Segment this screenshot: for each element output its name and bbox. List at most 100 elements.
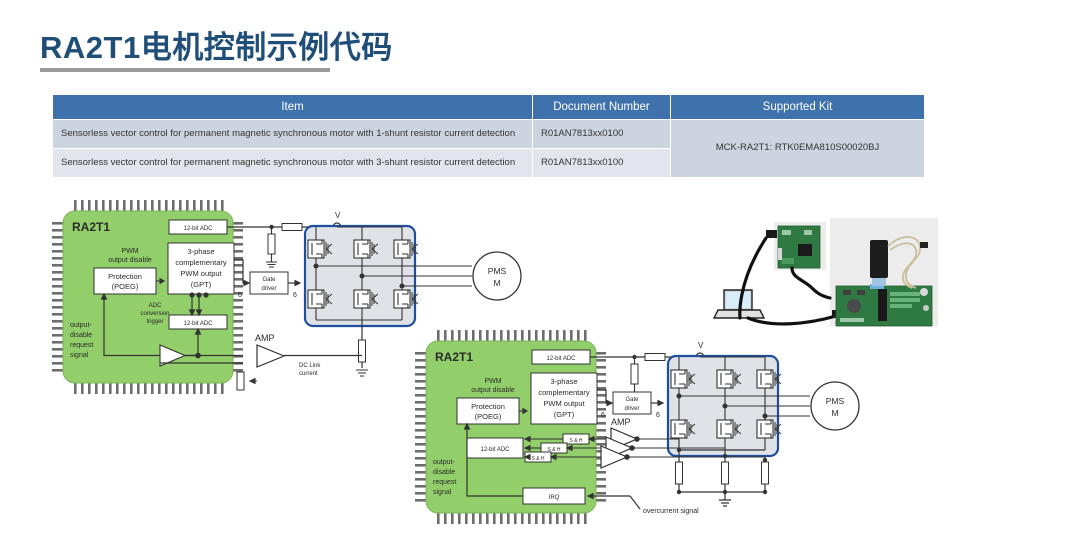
adc-trigger-line3: trigger	[146, 319, 163, 325]
bus-node	[632, 354, 637, 360]
gate-driver-line2: driver	[261, 286, 276, 292]
connector-pwm-to-gatedriver	[597, 389, 614, 407]
gate-driver-line2: driver	[624, 406, 639, 412]
phase-output-wires	[313, 263, 472, 289]
dc-link-ground	[356, 369, 368, 377]
sample-hold-label-3: S & H	[531, 456, 544, 462]
output-disable-line1: output-	[433, 459, 455, 466]
protection-label-line1: Protection	[471, 402, 505, 411]
dc-link-line2: current	[299, 371, 318, 377]
adc-trigger-line2: conversion	[140, 311, 169, 317]
gate-driver-line1: Gate	[262, 277, 276, 283]
motor-label-line1: PMS	[488, 266, 507, 276]
connector-gpt-to-adc	[188, 292, 209, 317]
cell-item-3shunt: Sensorless vector control for permanent …	[52, 147, 533, 178]
laptop-icon	[712, 289, 766, 319]
pwm-gpt-line1: 3-phase	[550, 377, 577, 386]
bus-resistor	[644, 353, 666, 361]
aux-resistor-arrow	[248, 377, 257, 385]
mcu-label: RA2T1	[435, 350, 473, 364]
motor-label-line2: M	[831, 408, 838, 418]
output-disable-line4: signal	[70, 352, 89, 359]
output-disable-line4: signal	[433, 489, 452, 496]
cell-item-1shunt: Sensorless vector control for permanent …	[52, 119, 533, 149]
pms-motor	[810, 381, 860, 431]
adc-trigger-line1: ADC	[149, 303, 162, 309]
mcu-label: RA2T1	[72, 220, 110, 234]
adc-top-label: 12-bit ADC	[546, 356, 576, 362]
motor-label-line1: PMS	[826, 396, 845, 406]
dc-link-shunt-resistor	[358, 339, 366, 363]
usb-cable-laptop	[738, 236, 768, 320]
overcurrent-signal-label: overcurrent signal	[643, 508, 699, 515]
protection-label-line2: (POEG)	[475, 412, 502, 421]
cell-supported-kit: MCK-RA2T1: RTK0EMA810S00020BJ	[670, 119, 925, 178]
external-amp	[256, 344, 286, 368]
bus-resistor	[281, 223, 303, 231]
pwm-disable-label-line2: output disable	[108, 257, 152, 264]
block-diagram-1shunt: RA2T1 12-bit ADC PWM output disable Prot…	[52, 200, 572, 405]
column-header-document-number: Document Number	[532, 94, 671, 120]
table-header-row: Item Document Number Supported Kit	[52, 94, 925, 120]
connector-sh-to-adc	[523, 435, 563, 461]
bus-node	[269, 224, 274, 230]
mcu-pins-bottom	[74, 383, 224, 394]
connector-comparator-to-protection	[100, 292, 160, 357]
pwm-gpt-block	[530, 372, 598, 425]
emulator-board	[777, 225, 821, 269]
divider-ground	[266, 227, 277, 268]
connector-irq-to-protection	[463, 422, 523, 497]
connector-protection-to-pwm	[156, 277, 166, 285]
vdc-label: V	[335, 211, 341, 220]
connector-amp-to-sh	[549, 435, 606, 461]
pwm-gpt-line3: PWM output	[543, 399, 585, 408]
pwm-gpt-line1: 3-phase	[187, 247, 214, 256]
title-underline-rule	[40, 68, 330, 72]
shunt-resistor-v	[721, 461, 729, 485]
gate-driver-line1: Gate	[625, 397, 639, 403]
connector-amp-to-mcu	[160, 354, 243, 364]
inverter-board	[835, 284, 933, 327]
bus-count-left-label: 6	[238, 292, 242, 299]
igbt-switches	[670, 369, 782, 439]
connector-gatedriver-to-inverter	[651, 399, 665, 407]
bus-count-left-label: 6	[601, 412, 605, 419]
connector-shunt-to-amp	[624, 436, 766, 460]
output-disable-line3: request	[70, 342, 93, 349]
mcu-pins-top	[74, 200, 224, 211]
output-disable-line2: disable	[70, 332, 92, 339]
phase-output-wires	[676, 393, 810, 419]
output-disable-line2: disable	[433, 469, 455, 476]
pwm-gpt-line3: PWM output	[180, 269, 222, 278]
adc-top-label: 12-bit ADC	[183, 226, 213, 232]
voltage-divider-resistor	[267, 233, 276, 255]
voltage-divider-resistor	[630, 363, 639, 385]
column-header-item: Item	[52, 94, 533, 120]
pwm-disable-label-line1: PWM	[121, 248, 138, 255]
specification-table: Item Document Number Supported Kit Senso…	[52, 94, 925, 178]
vdc-label: V	[698, 341, 704, 350]
sample-hold-label-1: S & H	[569, 438, 582, 444]
cell-document-number-1shunt: R01AN7813xx0100	[532, 119, 671, 149]
mcu-pins-left	[52, 222, 63, 372]
table-row: Sensorless vector control for permanent …	[52, 119, 925, 178]
page-title: RA2T1电机控制示例代码	[40, 30, 393, 65]
table-row: Sensorless vector control for permanent …	[52, 147, 925, 178]
output-disable-line3: request	[433, 479, 456, 486]
adc-bottom-label: 12-bit ADC	[183, 321, 213, 327]
amp-label: AMP	[611, 417, 631, 427]
mcu-pins-left	[415, 352, 426, 502]
pwm-gpt-line4: (GPT)	[191, 280, 212, 289]
sample-hold-label-2: S & H	[547, 447, 560, 453]
motor-label-line2: M	[493, 278, 500, 288]
mcu-package-body	[425, 340, 597, 514]
amp-label: AMP	[255, 333, 275, 343]
pwm-gpt-block	[167, 242, 235, 295]
pwm-disable-label-line2: output disable	[471, 387, 515, 394]
connector-overcurrent-to-irq	[586, 492, 641, 510]
hardware-setup-photo	[712, 212, 954, 340]
mcu-pins-right	[232, 222, 243, 372]
protection-label-line1: Protection	[108, 272, 142, 281]
usb-cable-inverter	[746, 314, 838, 326]
column-header-supported-kit: Supported Kit	[670, 94, 925, 120]
